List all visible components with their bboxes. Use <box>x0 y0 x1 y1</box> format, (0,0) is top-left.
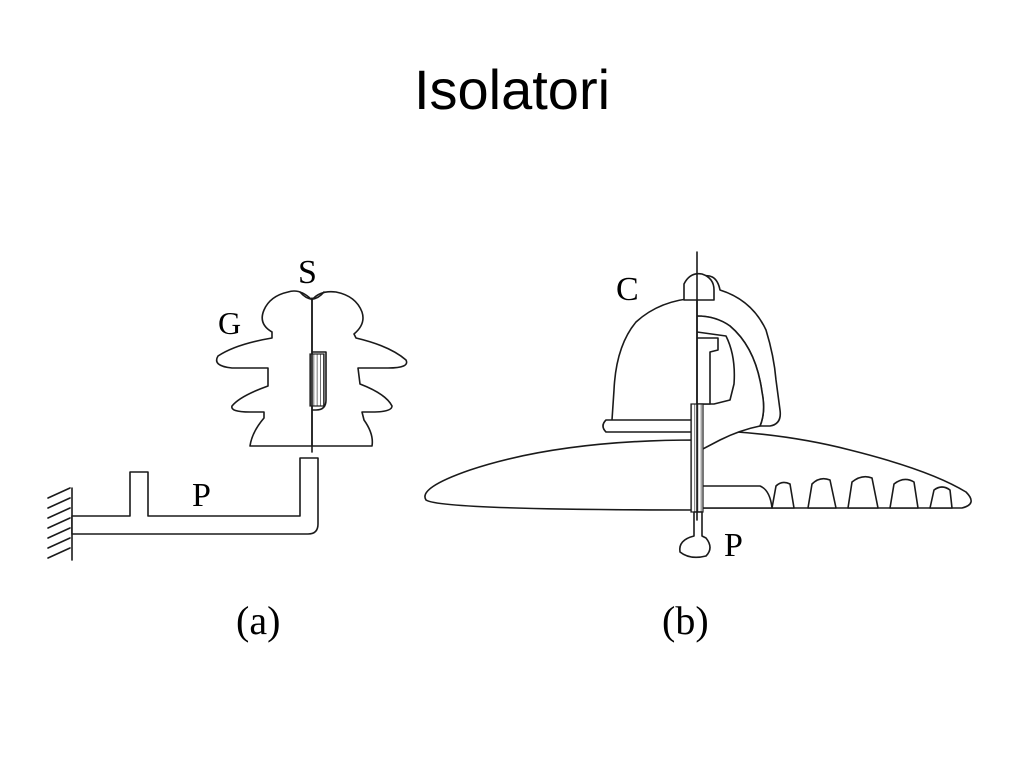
threaded-pin-core <box>309 353 325 407</box>
caption-b: (b) <box>662 598 709 643</box>
label-p-b: P <box>724 527 743 564</box>
pin-insulator-diagram: S G P (a) <box>47 254 408 643</box>
cap-left <box>611 297 697 427</box>
label-p-a: P <box>192 477 211 514</box>
pin-bracket <box>71 457 319 535</box>
label-g: G <box>218 305 241 341</box>
caption-a: (a) <box>236 598 280 643</box>
pin-ball-end <box>678 511 711 559</box>
insulator-section-right <box>312 290 408 447</box>
insulator-body-left <box>215 290 312 447</box>
label-s: S <box>298 254 317 291</box>
slide-title: Isolatori <box>413 58 611 121</box>
wall-support <box>47 487 73 561</box>
suspension-insulator-diagram: C P (b) <box>424 251 972 643</box>
cap-eye <box>683 272 715 301</box>
label-c: C <box>616 271 639 308</box>
disc-left <box>424 439 697 511</box>
